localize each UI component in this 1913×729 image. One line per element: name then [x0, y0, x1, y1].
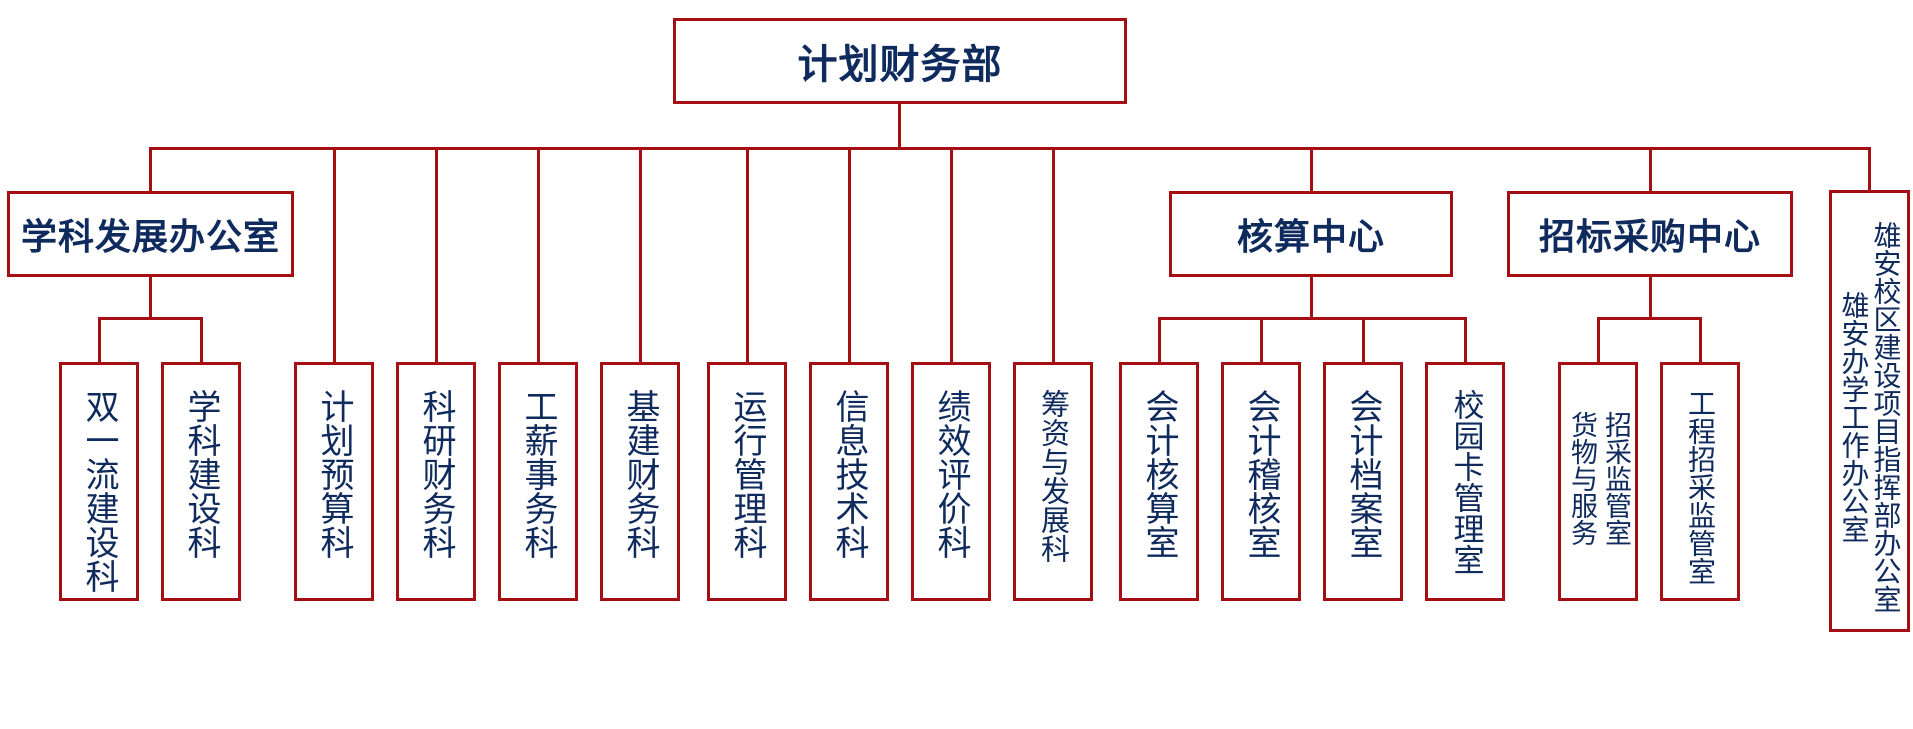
drop-direct-4 [639, 147, 642, 363]
leaf-gongcheng: 工程招采监管室 [1660, 362, 1740, 601]
leaf-kuaijidangan: 会计档案室 [1323, 362, 1403, 601]
leaf-label: 科研财务科 [416, 389, 456, 559]
leaf-label: 会计核算室 [1139, 389, 1179, 559]
hesuan-drop-4 [1464, 317, 1467, 363]
leaf-label: 双一流建设科 [79, 389, 119, 593]
leaf-label: 工程招采监管室 [1684, 389, 1717, 585]
leaf-xuekejianshe: 学科建设科 [161, 362, 241, 601]
leaf-kuaijijihe: 会计稽核室 [1221, 362, 1301, 601]
group-xueke-label: 学科发展办公室 [20, 217, 280, 258]
leaf-label: 会计档案室 [1343, 389, 1383, 559]
drop-direct-5 [746, 147, 749, 363]
leaf-shuangyiliu: 双一流建设科 [59, 362, 139, 601]
hesuan-subbus [1158, 317, 1466, 320]
leaf-direct-8: 筹资与发展科 [1013, 362, 1093, 601]
leaf-direct-1: 计划预算科 [294, 362, 374, 601]
leaf-kuaijihesuan: 会计核算室 [1119, 362, 1199, 601]
leaf-direct-6: 信息技术科 [809, 362, 889, 601]
leaf-label: 绩效评价科 [931, 389, 971, 559]
leaf-label: 运行管理科 [727, 389, 767, 559]
leaf-label: 筹资与发展科 [1036, 389, 1071, 563]
group-xueke: 学科发展办公室 [7, 191, 294, 277]
drop-xiongan [1868, 147, 1871, 191]
drop-direct-1 [333, 147, 336, 363]
drop-zhaobiao [1649, 147, 1652, 192]
drop-direct-2 [435, 147, 438, 363]
leaf-label: 校园卡管理室 [1447, 389, 1484, 575]
leaf-xiaoyuanka: 校园卡管理室 [1425, 362, 1505, 601]
zhaobiao-subbus [1597, 317, 1701, 320]
drop-hesuan [1310, 147, 1313, 192]
leaf-label-line1: 招采监管室 [1600, 411, 1631, 546]
xueke-stem [149, 276, 152, 319]
leaf-direct-7: 绩效评价科 [911, 362, 991, 601]
leaf-label: 计划预算科 [314, 389, 354, 559]
group-hesuan: 核算中心 [1169, 191, 1453, 277]
hesuan-drop-3 [1362, 317, 1365, 363]
hesuan-drop-2 [1260, 317, 1263, 363]
xueke-subbus [98, 317, 202, 320]
leaf-direct-5: 运行管理科 [707, 362, 787, 601]
xiongan-label-line2: 雄安办学工作办公室 [1837, 291, 1871, 543]
leaf-label: 会计稽核室 [1241, 389, 1281, 559]
zhaobiao-drop-2 [1699, 317, 1702, 363]
xiongan-label-line1: 雄安校区建设项目指挥部办公室 [1869, 221, 1903, 613]
drop-direct-8 [1052, 147, 1055, 363]
group-zhaobiao-label: 招标采购中心 [1538, 217, 1761, 258]
hesuan-stem [1310, 276, 1313, 319]
root-stem [898, 103, 901, 150]
leaf-direct-3: 工薪事务科 [498, 362, 578, 601]
xueke-drop-2 [200, 317, 203, 363]
drop-direct-6 [848, 147, 851, 363]
group-hesuan-label: 核算中心 [1236, 217, 1385, 258]
leaf-direct-2: 科研财务科 [396, 362, 476, 601]
main-bus [149, 147, 1871, 150]
leaf-label: 工薪事务科 [518, 389, 558, 559]
xueke-drop-1 [98, 317, 101, 363]
zhaobiao-stem [1649, 276, 1652, 319]
root-node: 计划财务部 [673, 18, 1127, 104]
zhaobiao-drop-1 [1597, 317, 1600, 363]
leaf-label: 学科建设科 [181, 389, 221, 559]
root-label: 计划财务部 [797, 42, 1003, 88]
leaf-label-line2: 货物与服务 [1566, 411, 1597, 546]
drop-xueke [149, 147, 152, 192]
drop-direct-3 [537, 147, 540, 363]
leaf-direct-4: 基建财务科 [600, 362, 680, 601]
drop-direct-7 [950, 147, 953, 363]
leaf-label: 信息技术科 [829, 389, 869, 559]
leaf-huowu-fuwu: 招采监管室 货物与服务 [1558, 362, 1638, 601]
leaf-label: 基建财务科 [620, 389, 660, 559]
xiongan-node: 雄安校区建设项目指挥部办公室 雄安办学工作办公室 [1829, 190, 1910, 632]
hesuan-drop-1 [1158, 317, 1161, 363]
group-zhaobiao: 招标采购中心 [1507, 191, 1793, 277]
